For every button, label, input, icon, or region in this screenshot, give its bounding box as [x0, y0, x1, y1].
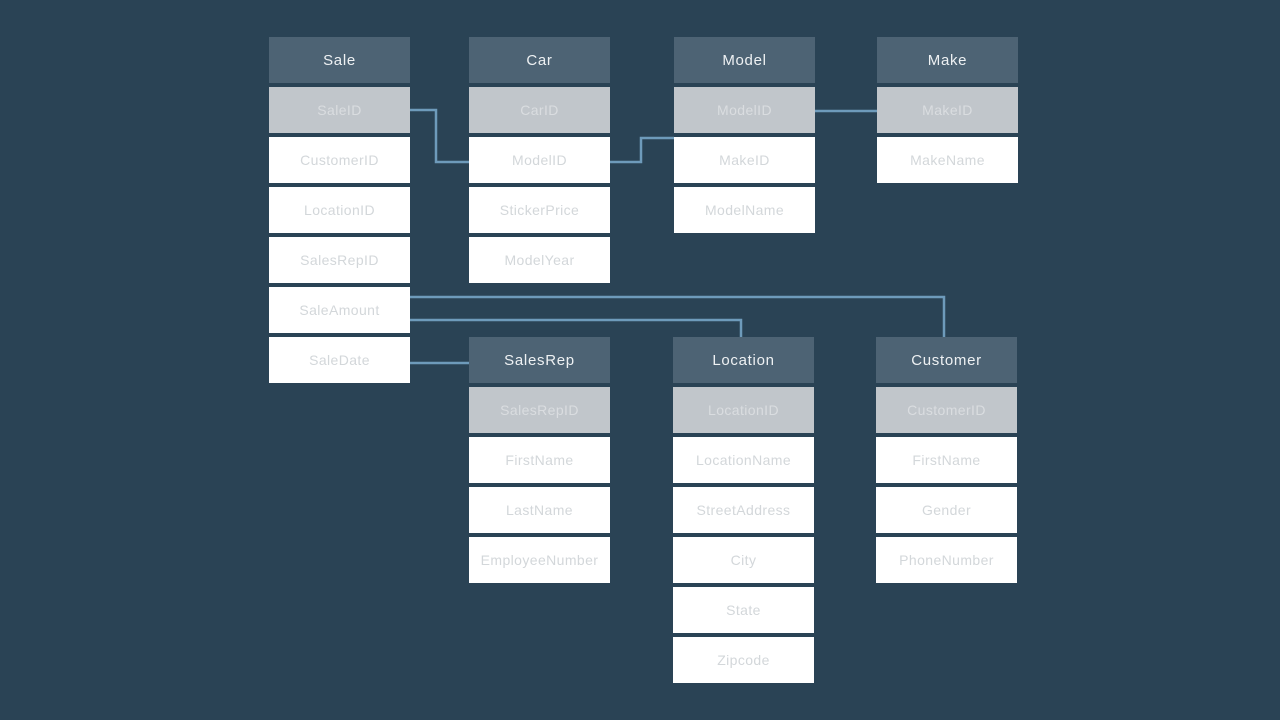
table-model-header: Model: [674, 37, 815, 83]
table-location-header: Location: [673, 337, 814, 383]
field-carid: CarID: [469, 87, 610, 133]
field-modelname: ModelName: [674, 187, 815, 233]
field-salesrepid: SalesRepID: [269, 237, 410, 283]
field-locationname: LocationName: [673, 437, 814, 483]
field-modelyear: ModelYear: [469, 237, 610, 283]
field-customerid: CustomerID: [269, 137, 410, 183]
table-sale-header: Sale: [269, 37, 410, 83]
table-customer-header: Customer: [876, 337, 1017, 383]
connector-car-to-model: [610, 136, 674, 164]
table-make-header: Make: [877, 37, 1018, 83]
field-zipcode: Zipcode: [673, 637, 814, 683]
field-gender: Gender: [876, 487, 1017, 533]
field-makename: MakeName: [877, 137, 1018, 183]
field-modelid: ModelID: [674, 87, 815, 133]
field-firstname: FirstName: [876, 437, 1017, 483]
field-city: City: [673, 537, 814, 583]
field-saleid: SaleID: [269, 87, 410, 133]
connector-sale-to-customer: [410, 295, 946, 337]
field-state: State: [673, 587, 814, 633]
field-streetaddress: StreetAddress: [673, 487, 814, 533]
field-saledate: SaleDate: [269, 337, 410, 383]
field-modelid: ModelID: [469, 137, 610, 183]
field-stickerprice: StickerPrice: [469, 187, 610, 233]
field-customerid: CustomerID: [876, 387, 1017, 433]
field-makeid: MakeID: [674, 137, 815, 183]
field-locationid: LocationID: [673, 387, 814, 433]
field-employeenumber: EmployeeNumber: [469, 537, 610, 583]
table-salesrep-header: SalesRep: [469, 337, 610, 383]
table-car-header: Car: [469, 37, 610, 83]
field-saleamount: SaleAmount: [269, 287, 410, 333]
field-lastname: LastName: [469, 487, 610, 533]
connector-sale-to-car: [406, 108, 470, 164]
field-phonenumber: PhoneNumber: [876, 537, 1017, 583]
field-salesrepid: SalesRepID: [469, 387, 610, 433]
field-makeid: MakeID: [877, 87, 1018, 133]
field-firstname: FirstName: [469, 437, 610, 483]
field-locationid: LocationID: [269, 187, 410, 233]
connector-sale-to-location: [410, 318, 743, 337]
